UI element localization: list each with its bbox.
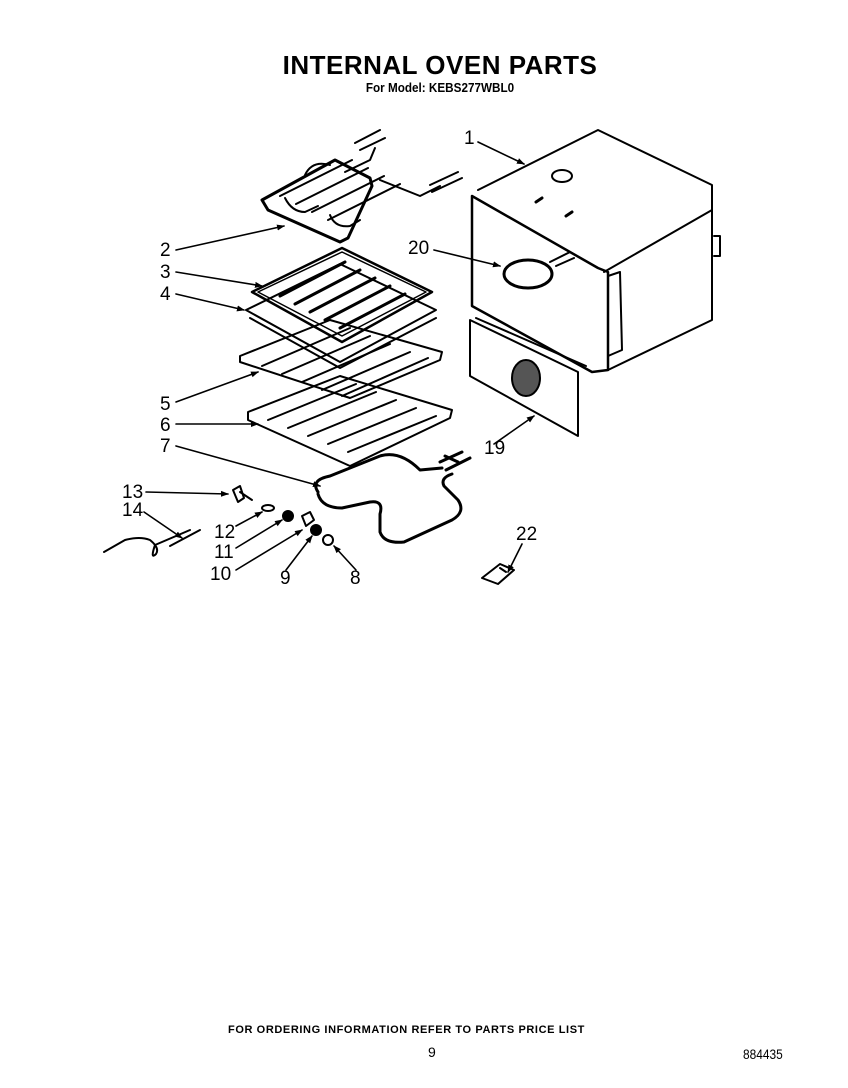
callout-12: 12 [214, 522, 235, 543]
callout-7: 7 [160, 436, 171, 457]
callout-3: 3 [160, 262, 171, 283]
document-number: 884435 [743, 1046, 783, 1062]
callout-11: 11 [214, 542, 234, 563]
callout-22: 22 [516, 524, 537, 545]
oven-rack-offset-drawing [247, 375, 453, 467]
broiler-pan-drawing [245, 263, 437, 369]
callout-19: 19 [484, 438, 505, 459]
leader-lines [143, 141, 535, 573]
oven-cavity-drawing [470, 129, 721, 374]
model-subtitle: For Model: KEBS277WBL0 [365, 80, 515, 95]
callout-6: 6 [160, 415, 171, 436]
broiler-grid-drawing [250, 246, 434, 344]
page-title: INTERNAL OVEN PARTS [282, 50, 598, 80]
callout-2: 2 [160, 240, 171, 261]
callout-4: 4 [160, 284, 171, 305]
callout-9: 9 [280, 568, 291, 589]
small-hardware-drawing [103, 485, 334, 557]
callout-8: 8 [350, 568, 361, 589]
callout-13: 13 [122, 482, 143, 503]
callout-1: 1 [464, 128, 475, 149]
callout-labels: 1 2 3 4 5 6 7 8 9 10 11 12 13 14 19 20 2… [122, 128, 537, 589]
callout-10: 10 [210, 564, 231, 585]
callout-14: 14 [122, 500, 144, 521]
lamp-socket-drawing [481, 563, 515, 585]
callout-20: 20 [408, 238, 429, 259]
bake-element-drawing [314, 450, 472, 544]
oven-rack-drawing [239, 319, 443, 399]
convection-fan-cover-drawing [469, 317, 587, 437]
convection-element-drawing [502, 251, 575, 290]
broil-element-drawing [260, 129, 463, 244]
ordering-note: FOR ORDERING INFORMATION REFER TO PARTS … [228, 1024, 585, 1036]
callout-5: 5 [160, 394, 171, 415]
page-number: 9 [428, 1044, 436, 1060]
